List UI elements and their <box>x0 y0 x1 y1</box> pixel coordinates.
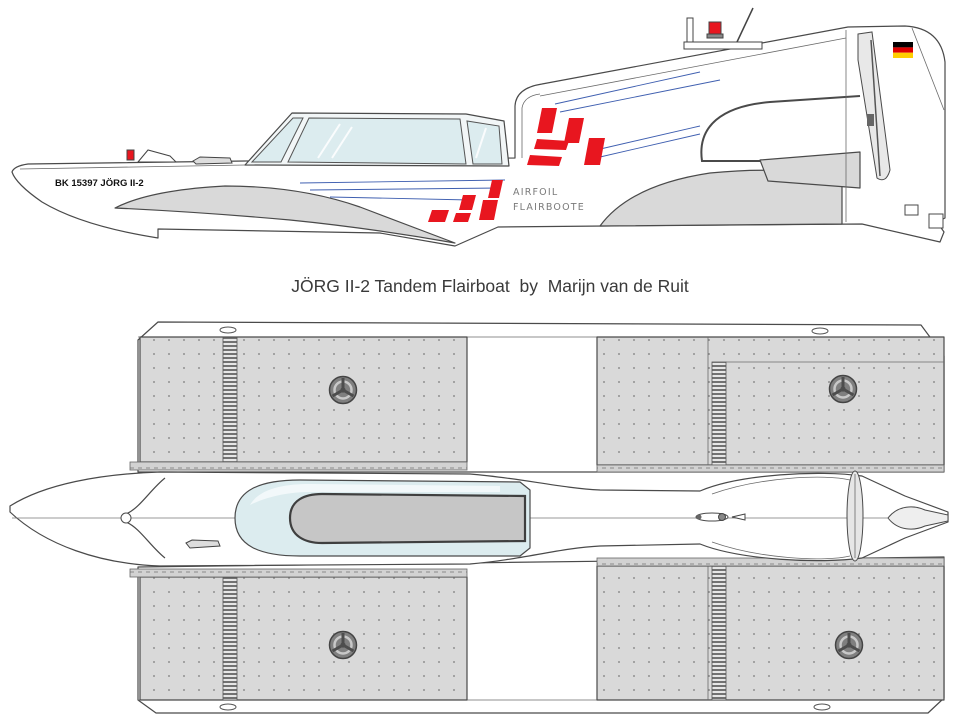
mast-beacon-light <box>708 21 722 36</box>
hull-registration: BK 15397 JÖRG II-2 <box>55 178 144 189</box>
tail-skid-block <box>928 213 944 229</box>
stripe <box>488 180 503 198</box>
rail <box>596 557 945 567</box>
mast-base <box>683 41 763 50</box>
pinstripe <box>599 133 701 158</box>
hinge-strip <box>711 361 727 466</box>
stripe <box>428 210 449 222</box>
canopy-windows <box>250 117 503 165</box>
spine-fitting-bolt <box>696 514 702 520</box>
rear-front-edge <box>521 93 541 158</box>
deck-line <box>19 164 246 170</box>
platform-rails <box>129 461 945 578</box>
bow-vent <box>136 149 178 163</box>
canopy-rear-window <box>466 120 503 165</box>
top-view <box>9 321 949 714</box>
lower-edge-fitting <box>219 703 237 711</box>
tail-rudder <box>857 31 891 181</box>
tail-strut <box>870 39 881 177</box>
nose-cleat <box>185 539 221 549</box>
stripe <box>537 108 557 133</box>
red-stripes <box>428 108 605 222</box>
top-canopy-highlight <box>250 484 500 505</box>
pinstripe <box>559 79 721 113</box>
mast-beacon-collar <box>706 33 724 39</box>
engine-pod-outline <box>711 476 851 560</box>
stripe <box>564 118 584 143</box>
rail <box>129 568 468 578</box>
german-flag-icon <box>893 42 913 58</box>
airfoil-label: AIRFOIL <box>513 187 558 198</box>
flairboote-label: FLAIRBOOTE <box>513 202 585 213</box>
side-canopy <box>244 112 510 167</box>
stripe <box>459 195 476 210</box>
hinge-strip <box>711 565 727 701</box>
rail <box>596 464 945 473</box>
panel-rivet-dots <box>140 337 944 700</box>
canopy-highlight <box>317 123 487 159</box>
side-sponsons <box>114 151 861 244</box>
canopy-front-window <box>250 117 304 163</box>
stripe <box>527 155 562 166</box>
upper-edge-fitting <box>219 326 237 334</box>
side-air-intake <box>700 95 861 162</box>
pinstripe <box>554 71 701 105</box>
tail-rear-edge <box>911 27 945 111</box>
tail-skid-block <box>904 204 919 216</box>
side-view: BK 15397 JÖRG II-2 AIRFOIL FLAIRBOOTE <box>11 7 946 247</box>
flap-hinge-strips <box>222 336 727 701</box>
side-sponson-front <box>114 185 456 244</box>
antenna <box>736 7 754 43</box>
fan-icon <box>834 630 864 660</box>
stripe <box>453 213 471 222</box>
hinge-strip <box>222 576 238 701</box>
canopy-main-window <box>287 117 467 165</box>
upper-edge-fitting <box>811 327 829 335</box>
pinstripe <box>299 179 506 184</box>
stripe <box>584 138 605 165</box>
side-intake-panel <box>759 151 861 189</box>
lower-edge-fitting <box>813 703 831 711</box>
tail-cone <box>887 506 949 530</box>
spine-fitting-bolt <box>718 513 726 521</box>
mast-post <box>686 17 694 43</box>
rear-roof-line <box>539 37 847 97</box>
drawing-caption: JÖRG II-2 Tandem Flairboat by Marijn van… <box>291 276 689 296</box>
hull-pinstripes <box>299 71 721 201</box>
pinstripe <box>309 187 501 191</box>
mast-antenna <box>683 7 763 50</box>
canard-root-fork <box>125 477 166 559</box>
hinge-strip <box>222 336 238 463</box>
fan-icon <box>328 375 358 405</box>
bow-navigation-light <box>126 149 135 161</box>
pinstripe <box>595 125 701 151</box>
top-cockpit-interior <box>288 492 527 545</box>
bow-cleat <box>192 156 233 165</box>
tail-strut-marker <box>867 114 874 126</box>
spine-fitting-tip <box>731 513 746 521</box>
fan-icon <box>328 630 358 660</box>
rail <box>129 461 468 471</box>
stripe <box>479 200 498 220</box>
stripe <box>534 139 569 150</box>
nose-fitting <box>120 512 132 524</box>
pinstripe <box>329 196 471 201</box>
fan-icon <box>828 374 858 404</box>
